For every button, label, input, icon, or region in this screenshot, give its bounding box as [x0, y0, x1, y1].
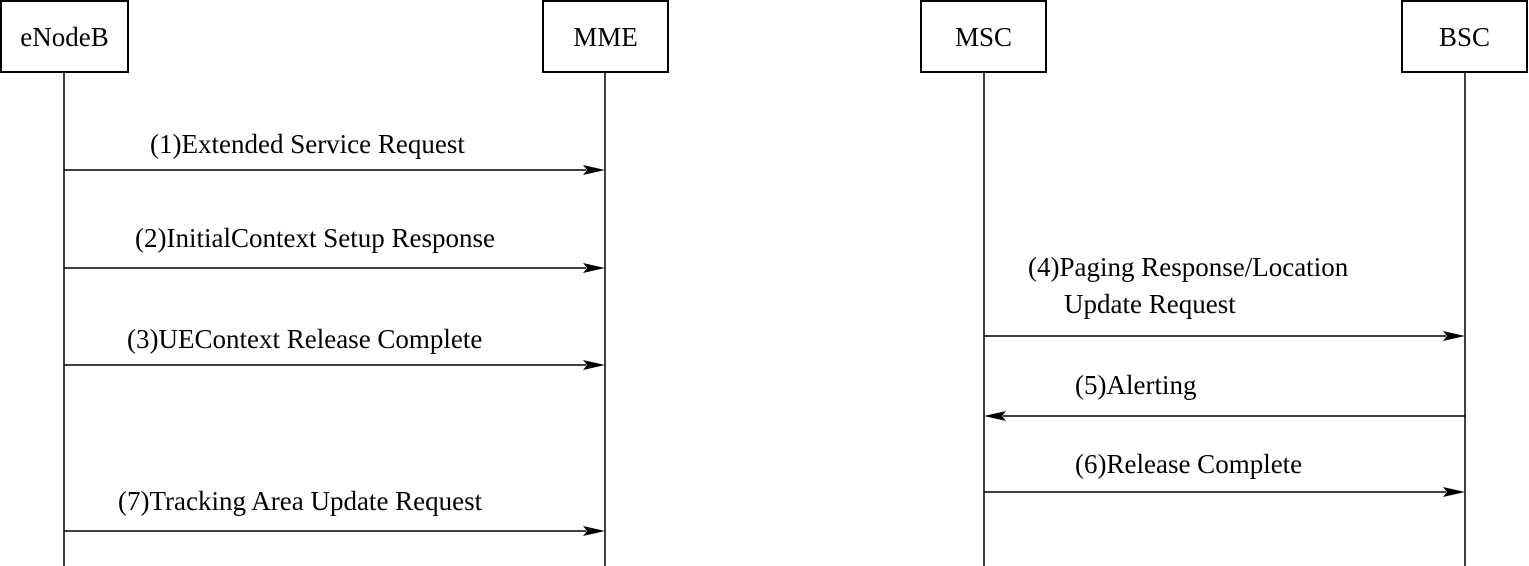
bsc-box: [1401, 0, 1528, 73]
message-4-label-line-2: Update Request: [1064, 289, 1236, 319]
msc-node: MSC: [920, 0, 1047, 73]
message-5-arrowhead: [984, 411, 1006, 421]
bsc-label: BSC: [1439, 22, 1490, 52]
message-6: (6)Release Complete: [984, 449, 1465, 497]
message-4-arrowhead: [1443, 331, 1465, 341]
message-2-label: (2)InitialContext Setup Response: [135, 223, 495, 253]
enodeb-box: [0, 0, 129, 73]
message-5: (5)Alerting: [984, 370, 1465, 421]
message-1-arrowhead: [583, 165, 605, 175]
message-1-label: (1)Extended Service Request: [150, 129, 465, 159]
message-2: (2)InitialContext Setup Response: [64, 223, 605, 273]
message-4-label-line-1: (4)Paging Response/Location: [1028, 252, 1349, 282]
enodeb-node: eNodeB: [0, 0, 129, 73]
message-3-arrowhead: [583, 360, 605, 370]
message-7: (7)Tracking Area Update Request: [64, 486, 605, 536]
message-6-label: (6)Release Complete: [1075, 449, 1302, 479]
message-2-arrowhead: [583, 263, 605, 273]
right-sequence-diagram: MSC BSC (4)Paging Response/Location Upda…: [920, 0, 1528, 566]
message-1: (1)Extended Service Request: [64, 129, 605, 175]
message-3-label: (3)UEContext Release Complete: [127, 324, 482, 354]
message-7-label: (7)Tracking Area Update Request: [118, 486, 483, 516]
message-5-label: (5)Alerting: [1075, 370, 1196, 400]
mme-box: [542, 0, 669, 73]
msc-box: [920, 0, 1047, 73]
mme-node: MME: [542, 0, 669, 73]
mme-label: MME: [573, 22, 638, 52]
message-3: (3)UEContext Release Complete: [64, 324, 605, 370]
msc-label: MSC: [955, 22, 1012, 52]
bsc-node: BSC: [1401, 0, 1528, 73]
message-7-arrowhead: [583, 526, 605, 536]
left-sequence-diagram: eNodeB MME (1)Extended Service Request (…: [0, 0, 669, 566]
enodeb-label: eNodeB: [20, 22, 108, 52]
message-4: (4)Paging Response/Location Update Reque…: [984, 252, 1465, 341]
message-6-arrowhead: [1443, 487, 1465, 497]
